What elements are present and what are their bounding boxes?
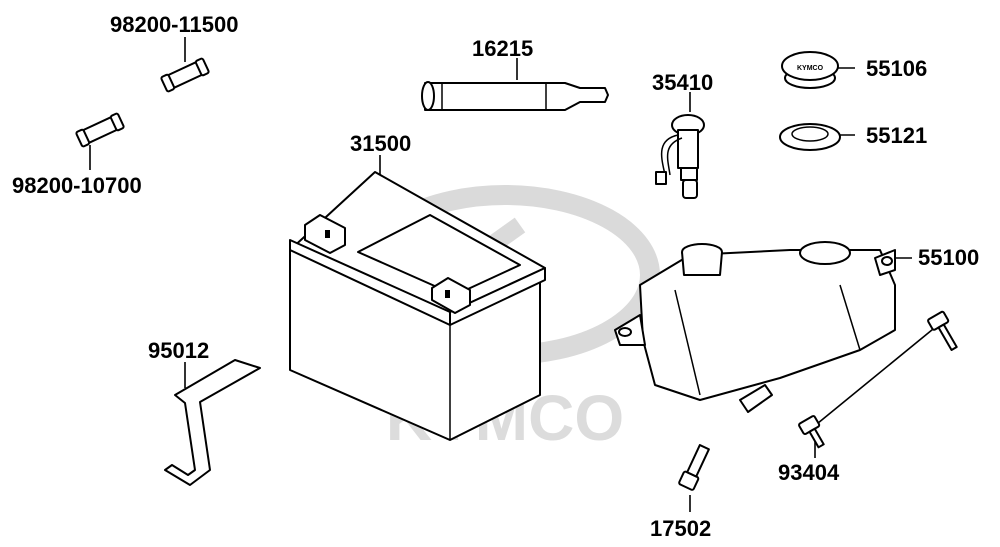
- part-number-reserve-tank: 55100: [918, 245, 980, 270]
- part-number-breather-tube: 16215: [472, 36, 534, 61]
- battery-band-icon: [164, 359, 261, 486]
- bolt-icon: [798, 310, 958, 458]
- breather-tube-icon: [421, 58, 609, 111]
- battery-icon: [289, 155, 546, 441]
- screw-icon: [678, 444, 710, 512]
- part-number-level-sensor: 35410: [652, 70, 714, 95]
- cap-seal-icon: [779, 123, 855, 151]
- level-sensor-icon: [655, 92, 705, 199]
- part-number-tank-cap: 55106: [866, 56, 928, 81]
- part-number-battery: 31500: [350, 131, 412, 156]
- part-number-bolt: 93404: [778, 460, 840, 485]
- reserve-tank-icon: [614, 241, 912, 413]
- tank-cap-icon: KYMCO: [781, 51, 855, 89]
- cap-embossing-icon: KYMCO: [797, 65, 824, 72]
- part-number-battery-band: 95012: [148, 338, 210, 363]
- part-number-screw: 17502: [650, 516, 712, 541]
- part-number-cap-seal: 55121: [866, 123, 928, 148]
- fuse-upper-icon: [160, 37, 210, 93]
- part-number-fuse-upper: 98200-11500: [110, 12, 239, 37]
- fuse-lower-icon: [75, 112, 125, 170]
- part-number-fuse-lower: 98200-10700: [12, 173, 142, 198]
